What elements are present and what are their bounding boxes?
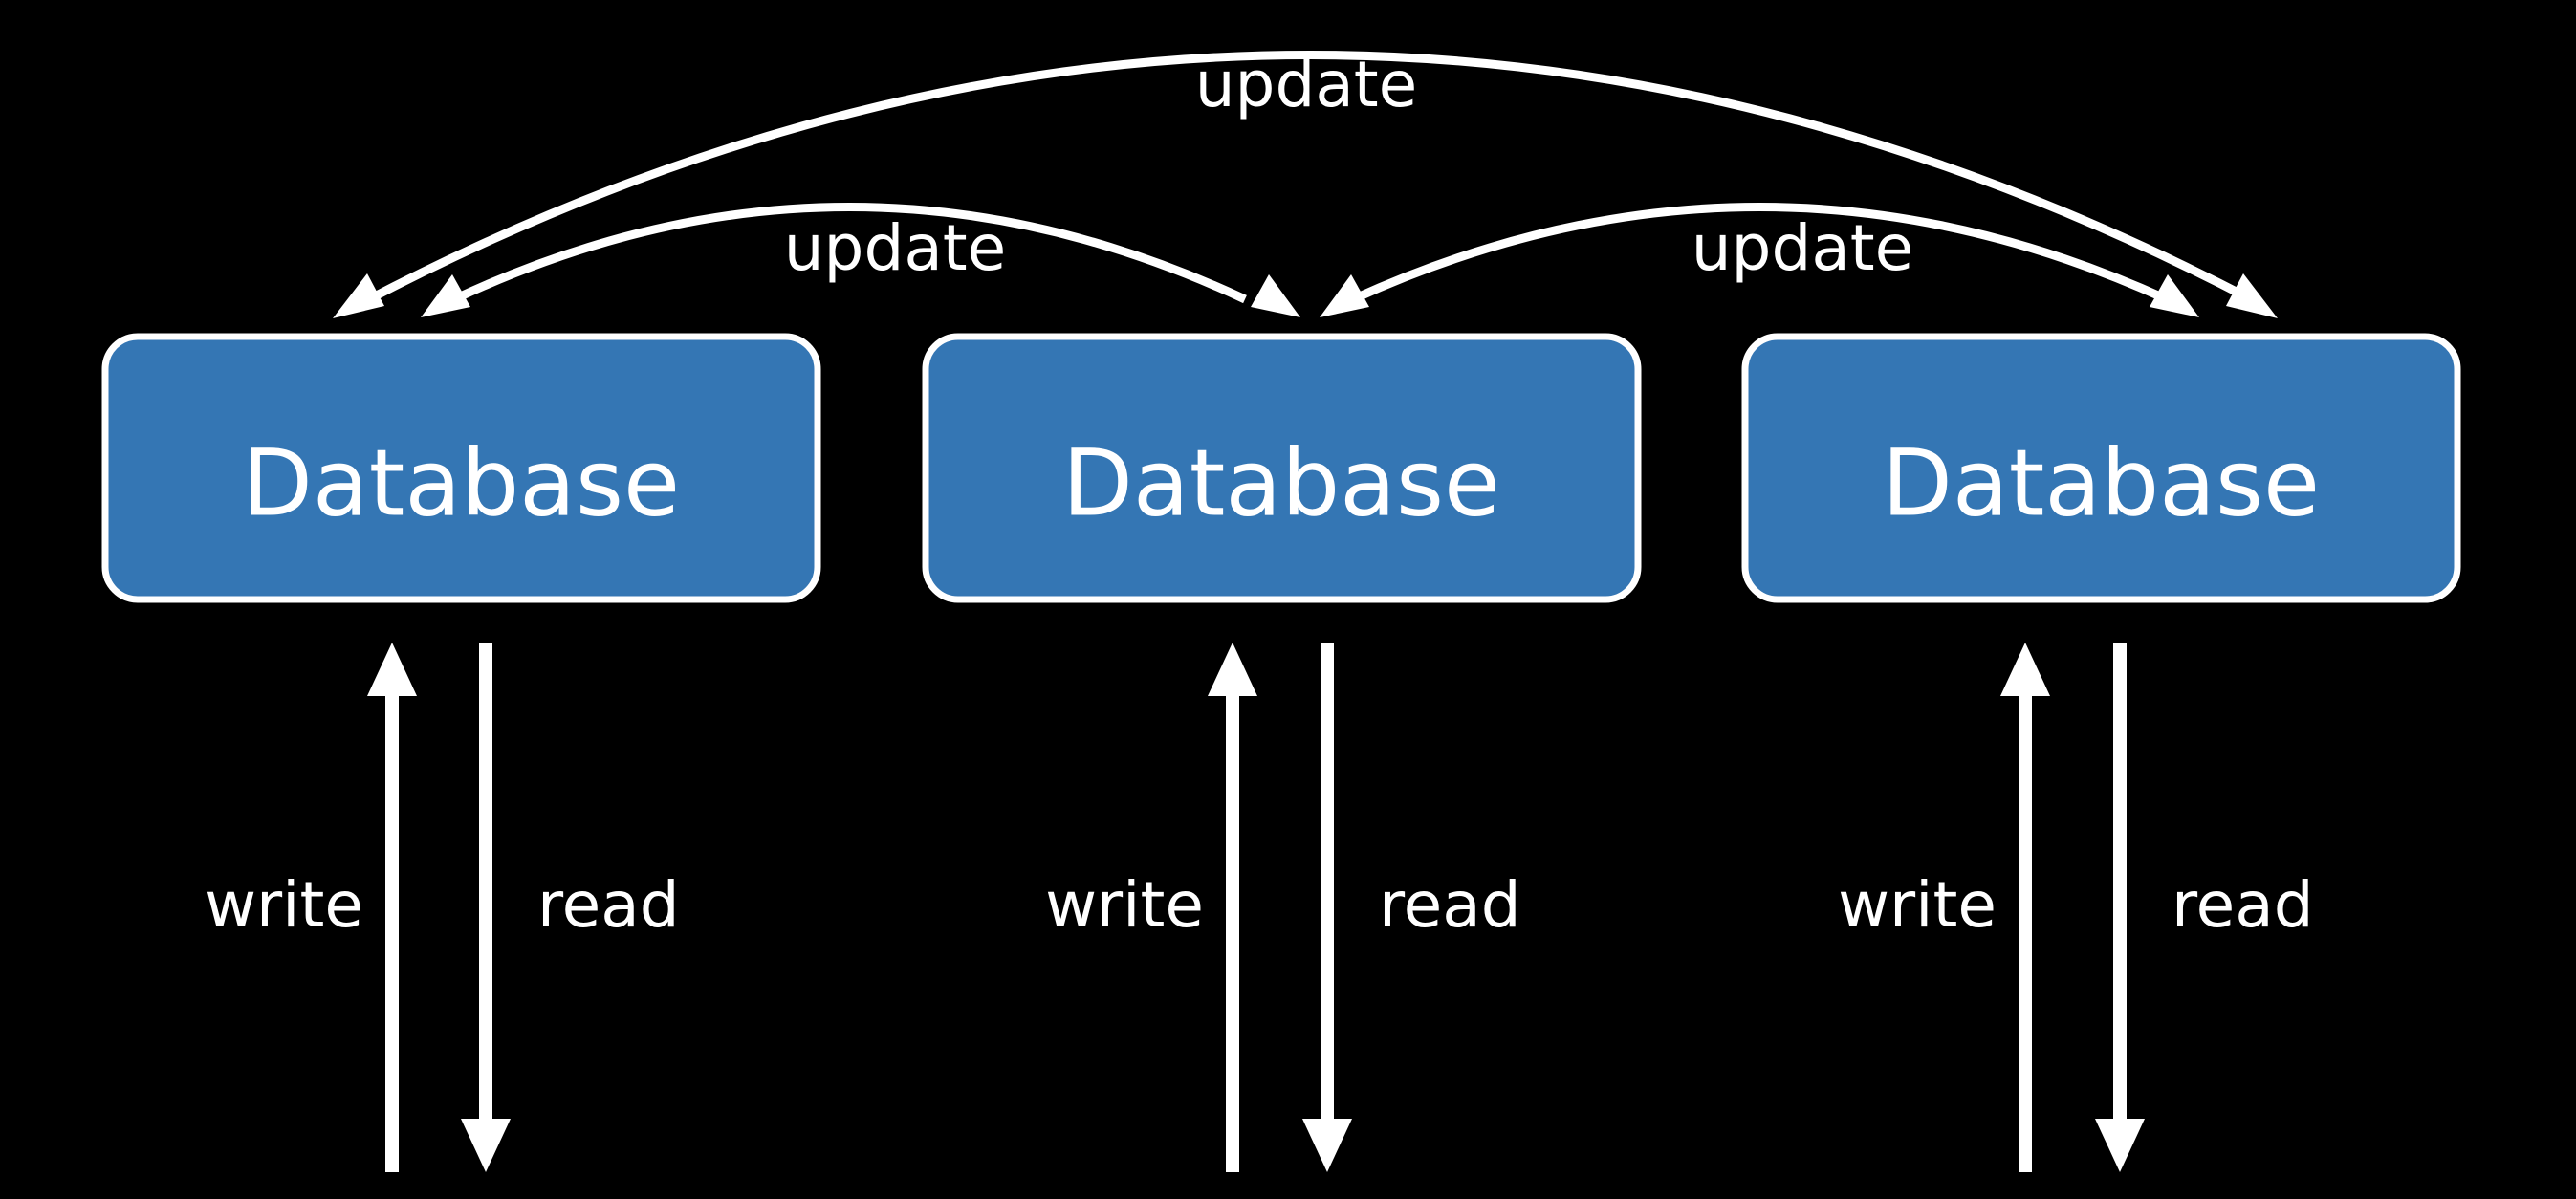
database-node-2: Database (922, 333, 1642, 603)
outer-update-label: update (1195, 48, 1418, 121)
database-box-1 (101, 333, 821, 603)
right-update-label: update (1692, 211, 1914, 285)
right-update-arrowhead-right (2150, 274, 2199, 317)
outer-update-arc (362, 51, 2258, 305)
read-arrowhead-3 (2095, 1119, 2145, 1172)
read-arrowhead-1 (461, 1119, 511, 1172)
outer-update-arrowhead-left (333, 273, 384, 318)
read-label-2: read (1379, 868, 1521, 942)
database-label-1: Database (242, 429, 680, 536)
read-arrowhead-2 (1302, 1119, 1352, 1172)
database-node-3: Database (1741, 333, 2461, 603)
outer-update-edge: update (333, 48, 2278, 318)
database-box-3 (1741, 333, 2461, 603)
write-label-2: write (1045, 868, 1204, 942)
read-label-1: read (537, 868, 680, 942)
database-node-1: Database (101, 333, 821, 603)
write-label-3: write (1838, 868, 1997, 942)
write-label-1: write (205, 868, 363, 942)
left-update-arc (452, 203, 1247, 304)
io-pair-2: write read (1045, 643, 1521, 1172)
right-update-arc (1351, 203, 2169, 304)
database-label-3: Database (1882, 429, 2320, 536)
right-update-edge: update (1320, 203, 2199, 317)
right-update-arrowhead-left (1320, 274, 1369, 317)
database-box-2 (922, 333, 1642, 603)
left-update-label: update (784, 211, 1007, 285)
write-arrowhead-1 (367, 643, 417, 696)
write-arrowhead-3 (2000, 643, 2050, 696)
database-label-2: Database (1062, 429, 1500, 536)
outer-update-arrowhead-right (2226, 273, 2278, 318)
read-label-3: read (2172, 868, 2314, 942)
left-update-arrowhead-right (1251, 274, 1300, 317)
io-pair-1: write read (205, 643, 680, 1172)
left-update-arrowhead-left (421, 274, 470, 317)
left-update-edge: update (421, 203, 1300, 317)
io-pair-3: write read (1838, 643, 2314, 1172)
write-arrowhead-2 (1208, 643, 1257, 696)
